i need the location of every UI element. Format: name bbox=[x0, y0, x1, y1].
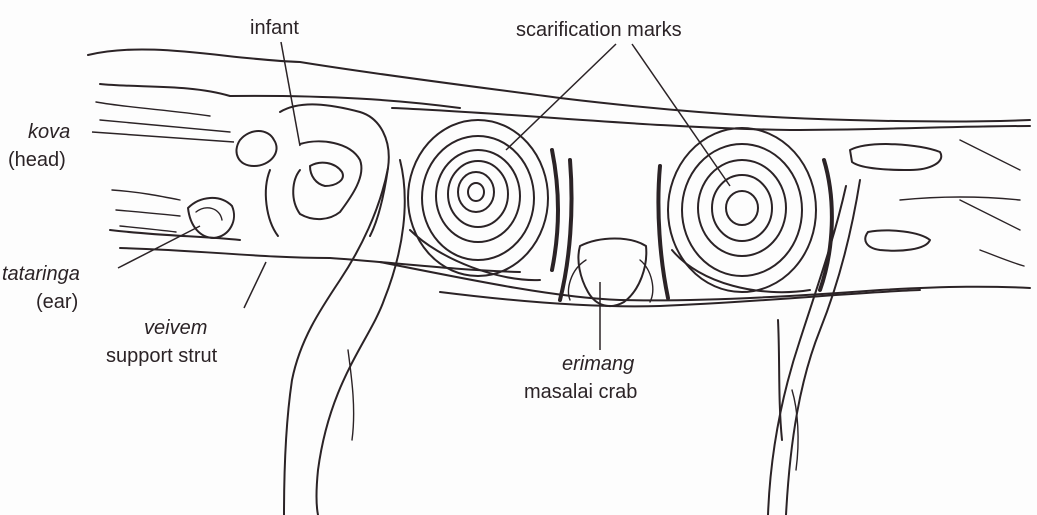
label-masalai-crab: masalai crab bbox=[524, 380, 637, 404]
leader-scar-left bbox=[506, 44, 616, 150]
label-support-strut: support strut bbox=[106, 344, 217, 368]
scarification-circle-left bbox=[408, 120, 558, 280]
leader-veivem bbox=[244, 262, 266, 308]
right-end-carving bbox=[850, 140, 1024, 266]
label-erimang: erimang bbox=[562, 352, 634, 376]
scarification-circle-right bbox=[668, 128, 832, 292]
label-ear: (ear) bbox=[36, 290, 78, 314]
beam-outline bbox=[88, 49, 1030, 306]
label-head: (head) bbox=[8, 148, 66, 172]
label-kova: kova bbox=[28, 120, 70, 144]
masalai-crab bbox=[560, 160, 668, 306]
label-scarification-marks: scarification marks bbox=[516, 18, 682, 42]
label-infant: infant bbox=[250, 16, 299, 40]
leader-infant bbox=[281, 42, 300, 146]
leader-kova bbox=[92, 132, 234, 142]
head-carving bbox=[96, 102, 389, 238]
label-veivem: veivem bbox=[144, 316, 207, 340]
label-tataringa: tataringa bbox=[2, 262, 80, 286]
